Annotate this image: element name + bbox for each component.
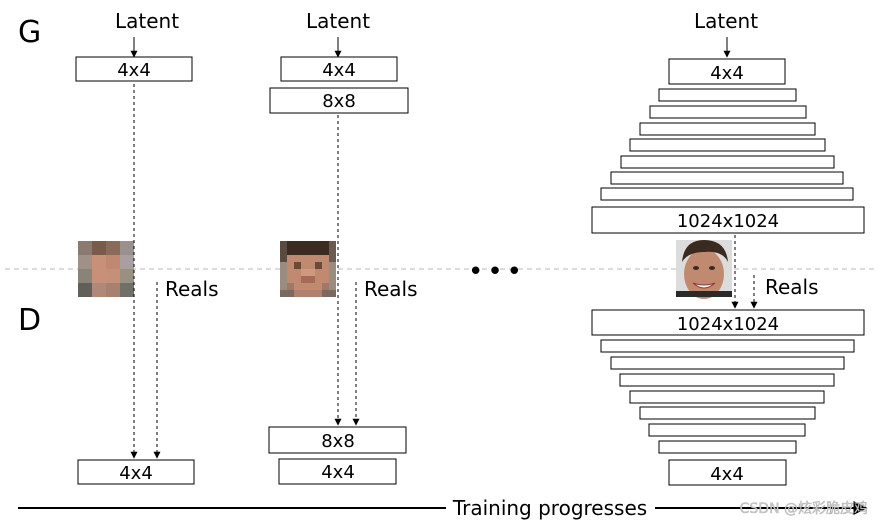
generated-face-1024 — [676, 240, 732, 299]
reals-label-1: Reals — [165, 277, 219, 301]
g-block-label: 4x4 — [710, 63, 744, 84]
d-block-1024x1024 — [591, 309, 865, 336]
d-block-4x4 — [278, 458, 397, 485]
g-block-label: 4x4 — [117, 60, 151, 81]
reals-label-2: Reals — [364, 277, 418, 301]
stage-1: Latent 4x4 Reals 4x4 — [75, 9, 219, 485]
stage-3: Latent 4x4 1024x1024 Reals — [591, 9, 865, 486]
ellipsis: ••• — [468, 257, 526, 287]
g-block-1024x1024 — [591, 206, 865, 234]
d-block-8x8 — [268, 426, 407, 454]
g-block-8x8 — [269, 87, 409, 114]
generated-face-4x4 — [78, 241, 134, 297]
g-block-4x4 — [668, 58, 786, 85]
d-intermediate-blocks — [600, 339, 855, 454]
latent-label-3: Latent — [694, 9, 758, 33]
generator-label: G — [18, 15, 41, 50]
generated-face-8x8 — [280, 241, 336, 297]
latent-label-2: Latent — [306, 9, 370, 33]
g-block-4x4 — [280, 56, 398, 82]
g-block-label: 4x4 — [322, 60, 356, 81]
d-block-label: 4x4 — [710, 464, 744, 485]
reals-label-3: Reals — [765, 275, 819, 299]
stage-2: Latent 4x4 8x8 Reals 8x8 4x4 — [268, 9, 418, 485]
d-block-label: 1024x1024 — [677, 314, 779, 335]
d-block-4x4 — [77, 459, 195, 485]
d-block-label: 4x4 — [321, 462, 355, 483]
discriminator-label: D — [18, 303, 41, 338]
g-block-label: 8x8 — [322, 91, 356, 112]
g-block-4x4 — [75, 56, 193, 82]
latent-label-1: Latent — [115, 9, 179, 33]
d-block-4x4 — [668, 459, 787, 486]
watermark: CSDN @炫彩脆皮鸡 — [740, 500, 868, 517]
d-block-label: 8x8 — [321, 431, 355, 452]
training-label: Training progresses — [452, 496, 647, 520]
g-block-label: 1024x1024 — [677, 211, 779, 232]
d-block-label: 4x4 — [119, 463, 153, 484]
g-intermediate-blocks — [600, 88, 854, 201]
